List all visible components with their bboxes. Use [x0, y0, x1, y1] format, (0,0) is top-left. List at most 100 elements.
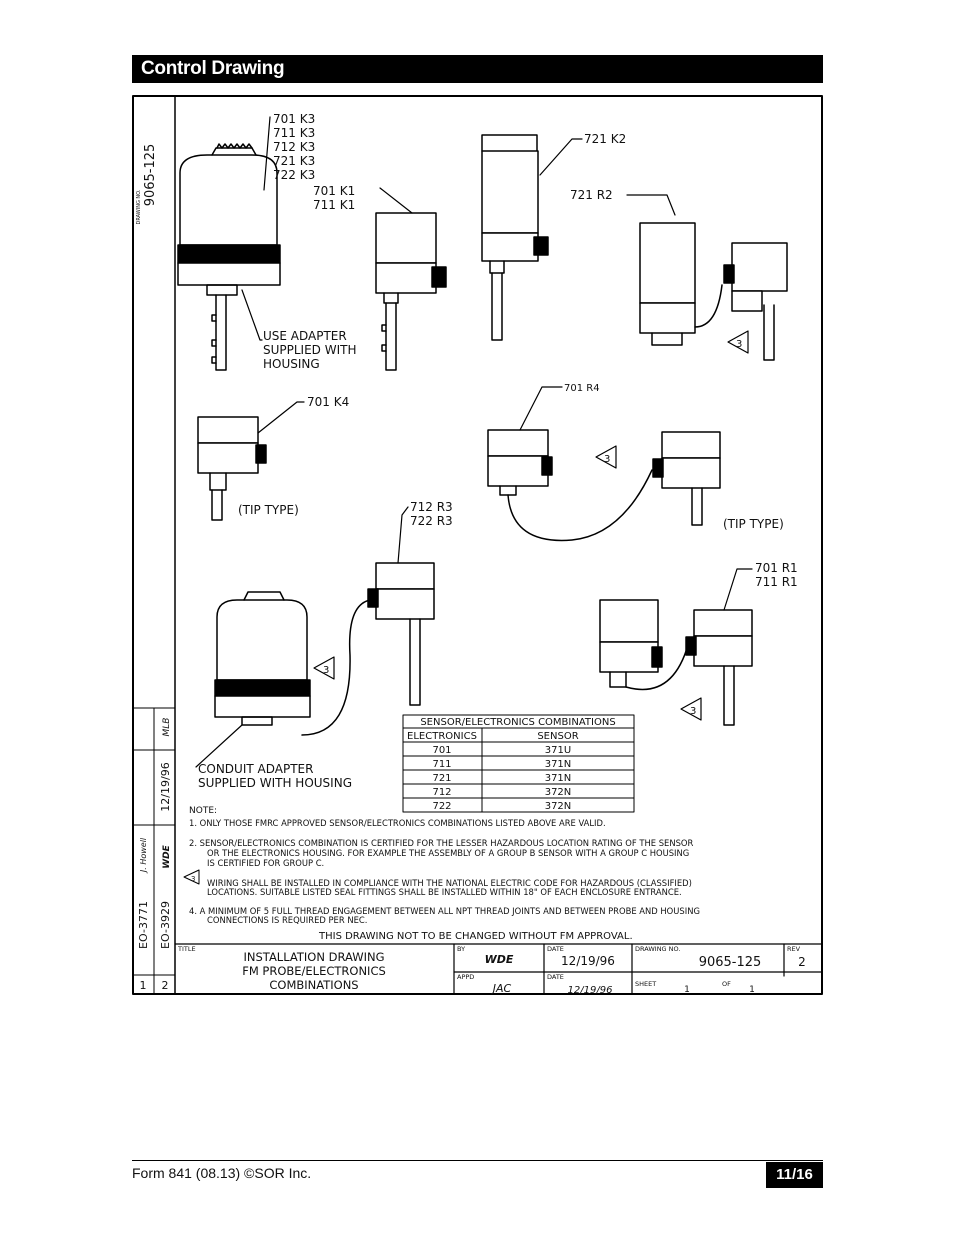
table-header-sensor: SENSOR — [537, 731, 578, 742]
sheet-label: SHEET — [635, 980, 656, 988]
side-drawing-number: 9065-125 — [143, 144, 158, 207]
note-3-marker — [183, 869, 200, 885]
note-3a: WIRING SHALL BE INSTALLED IN COMPLIANCE … — [207, 878, 692, 888]
label-r4: 701 R4 — [564, 383, 600, 394]
r3-unit-illustration — [214, 562, 435, 736]
rev-value: 2 — [798, 955, 806, 969]
r2-unit-illustration — [639, 222, 788, 361]
label-k3-2: 711 K3 — [273, 126, 315, 140]
table-cell: 711 — [432, 759, 451, 770]
drawing-no-value: 9065-125 — [699, 955, 762, 970]
appd-value: JAC — [491, 982, 512, 995]
revision-1-eo: EO-3771 — [137, 901, 150, 949]
revision-2-appd: MLB — [162, 718, 172, 737]
appd-date-label: DATE — [547, 973, 564, 981]
label-k4: 701 K4 — [307, 395, 349, 409]
table-title: SENSOR/ELECTRONICS COMBINATIONS — [420, 717, 615, 728]
of-label: OF — [722, 980, 731, 988]
revision-2-date: 12/19/96 — [159, 762, 172, 811]
revision-2-eo: EO-3929 — [159, 901, 172, 949]
note-1: 1. ONLY THOSE FMRC APPROVED SENSOR/ELECT… — [189, 818, 606, 828]
note-3-marker-c — [313, 656, 335, 680]
table-cell: 701 — [432, 745, 451, 756]
rev-label: REV — [787, 945, 801, 953]
label-k1-2: 711 K1 — [313, 198, 355, 212]
table-cell: 722 — [432, 801, 451, 812]
label-k3-4: 721 K3 — [273, 154, 315, 168]
combinations-table — [402, 714, 635, 813]
table-cell: 721 — [432, 773, 451, 784]
title-line-3: COMBINATIONS — [269, 978, 358, 992]
table-cell: 371N — [545, 773, 572, 784]
title-block — [174, 943, 823, 995]
label-tip-type-right: (TIP TYPE) — [723, 517, 784, 531]
sheet-value: 1 — [684, 985, 690, 995]
adapter-note-3: HOUSING — [263, 357, 320, 371]
title-line-1: INSTALLATION DRAWING — [244, 950, 385, 964]
marker-c: 3 — [323, 665, 329, 676]
side-drawing-label: DRAWING NO. — [136, 189, 142, 224]
r1-unit-illustration — [599, 599, 753, 726]
label-tip-type-left: (TIP TYPE) — [238, 503, 299, 517]
table-cell: 371N — [545, 759, 572, 770]
control-drawing: 9065-125 DRAWING NO. 1 2 EO-3771 EO-3929… — [132, 95, 823, 995]
drawing-no-label: DRAWING NO. — [635, 945, 680, 953]
footer-form-number: Form 841 (08.13) ©SOR Inc. — [132, 1165, 312, 1181]
note-4a: 4. A MINIMUM OF 5 FULL THREAD ENGAGEMENT… — [189, 906, 700, 916]
appd-date-value: 12/19/96 — [568, 985, 613, 995]
date-value: 12/19/96 — [561, 954, 615, 968]
k3-housing-illustration — [177, 143, 281, 371]
notes-heading: NOTE: — [189, 806, 217, 816]
note-2c: IS CERTIFIED FOR GROUP C. — [207, 858, 324, 868]
of-value: 1 — [749, 985, 755, 995]
label-k3-3: 712 K3 — [273, 140, 315, 154]
label-k1-1: 701 K1 — [313, 184, 355, 198]
label-r1-1: 701 R1 — [755, 561, 798, 575]
revision-2-number: 2 — [162, 979, 169, 992]
k4-unit-illustration — [197, 416, 267, 521]
label-r3-2: 722 R3 — [410, 514, 453, 528]
note-3-marker-d — [680, 697, 702, 721]
note-2a: 2. SENSOR/ELECTRONICS COMBINATION IS CER… — [189, 838, 694, 848]
note-4b: CONNECTIONS IS REQUIRED PER NEC. — [207, 915, 367, 925]
table-cell: 372N — [545, 787, 572, 798]
k2-unit-illustration — [481, 134, 549, 341]
section-title: Control Drawing — [141, 58, 285, 79]
marker-a: 3 — [736, 339, 742, 350]
revision-1-number: 1 — [140, 979, 147, 992]
adapter-note-2: SUPPLIED WITH — [263, 343, 357, 357]
r4-unit-illustration — [487, 429, 721, 542]
marker-b: 3 — [604, 454, 610, 465]
table-header-electronics: ELECTRONICS — [407, 731, 477, 742]
k1-unit-illustration — [375, 212, 447, 371]
adapter-note-1: USE ADAPTER — [263, 329, 347, 343]
drawing-border — [132, 95, 823, 995]
conduit-note-1: CONDUIT ADAPTER — [198, 762, 313, 776]
page-number: 11/16 — [766, 1162, 823, 1188]
footer-divider — [132, 1160, 823, 1161]
label-k2: 721 K2 — [584, 132, 626, 146]
title-line-2: FM PROBE/ELECTRONICS — [242, 964, 386, 978]
table-cell: 371U — [545, 745, 571, 756]
note-3b: LOCATIONS. SUITABLE LISTED SEAL FITTINGS… — [207, 887, 682, 897]
by-label: BY — [457, 945, 465, 953]
label-k3-1: 701 K3 — [273, 112, 315, 126]
title-label: TITLE — [177, 945, 196, 953]
revision-2-by: WDE — [162, 844, 172, 868]
date-label: DATE — [547, 945, 564, 953]
appd-label: APPD — [457, 973, 474, 981]
section-header: Control Drawing — [132, 55, 823, 83]
table-cell: 372N — [545, 801, 572, 812]
by-value: WDE — [485, 953, 514, 966]
note-3-marker-label: 3 — [191, 875, 195, 883]
note-3-marker-b — [595, 445, 617, 469]
marker-d: 3 — [690, 706, 696, 717]
label-r2: 721 R2 — [570, 188, 613, 202]
note-3-marker-a — [727, 330, 749, 354]
note-2b: OR THE ELECTRONICS HOUSING. FOR EXAMPLE … — [207, 848, 689, 858]
conduit-note-2: SUPPLIED WITH HOUSING — [198, 776, 352, 790]
revision-1-by: J. Howell — [139, 837, 148, 874]
label-r1-2: 711 R1 — [755, 575, 798, 589]
fm-approval-warning: THIS DRAWING NOT TO BE CHANGED WITHOUT F… — [318, 931, 633, 942]
table-cell: 712 — [432, 787, 451, 798]
